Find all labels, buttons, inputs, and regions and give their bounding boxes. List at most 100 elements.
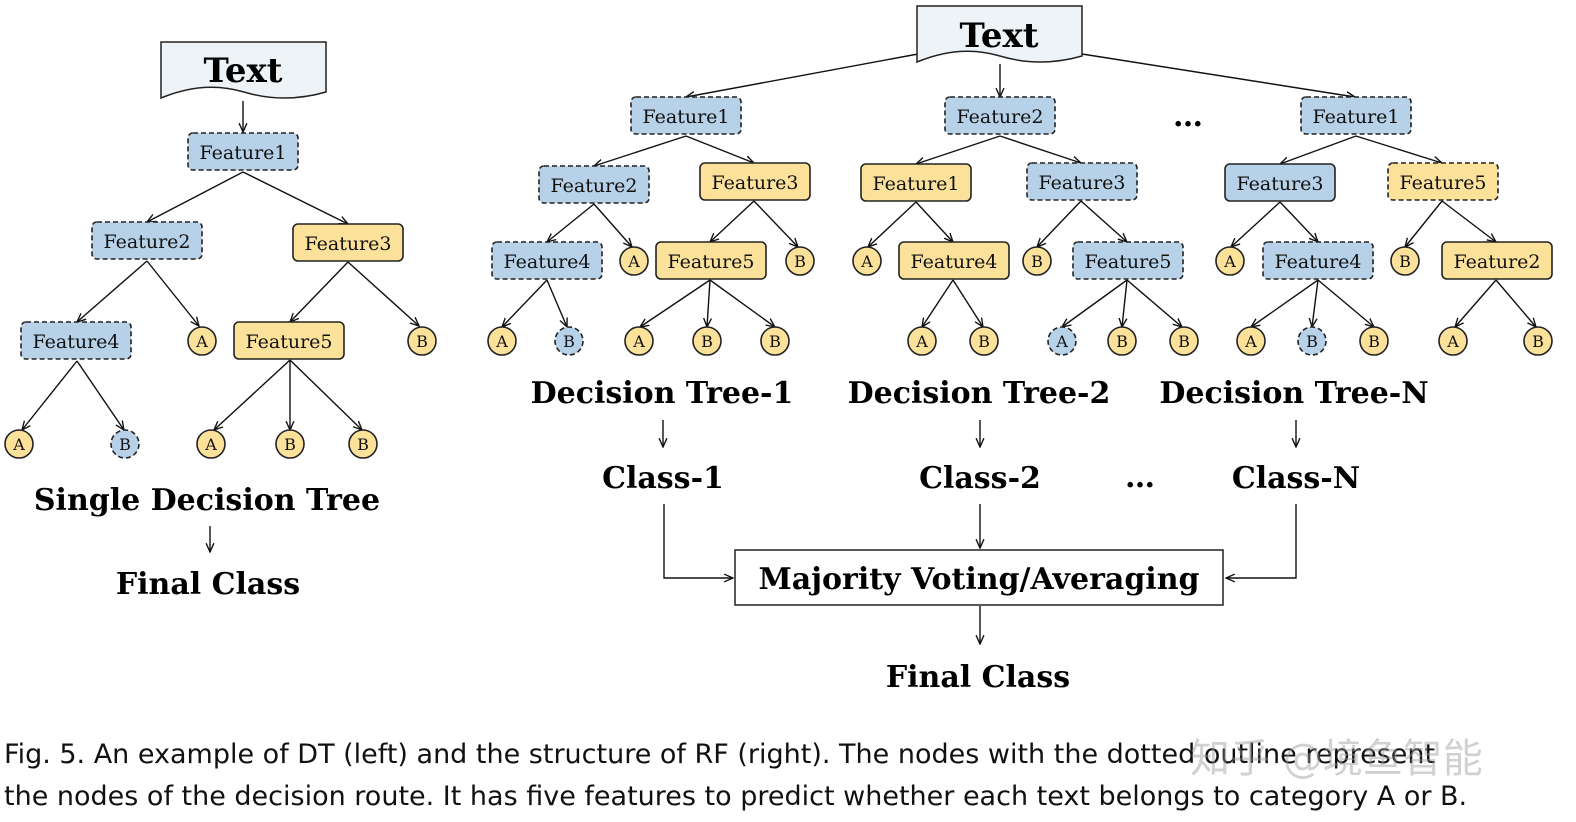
tree-leaf: B [275, 429, 305, 459]
edge [76, 360, 124, 430]
tree-edges [868, 135, 1182, 327]
tree-node-feature: Feature2 [944, 96, 1056, 135]
edge [710, 200, 755, 242]
edge [1080, 200, 1127, 242]
leaf-label: A [632, 332, 645, 351]
edge [289, 359, 362, 430]
node-box [91, 221, 203, 260]
tree-leaf: A [1438, 326, 1468, 356]
node-label: Feature2 [103, 231, 190, 253]
node-label: Feature1 [1312, 106, 1399, 128]
leaf-circle [554, 326, 584, 356]
leaf-label: B [1116, 332, 1128, 351]
tree-leaf: B [110, 429, 140, 459]
node-box [20, 321, 132, 360]
leaf-label: B [1178, 332, 1190, 351]
leaf-label: A [915, 332, 928, 351]
tree-leaf: B [1359, 326, 1389, 356]
decision-tree-2: Feature2 Feature1 Feature3 A Feature4 B [848, 96, 1199, 496]
tree-node-feature: Feature1 [860, 163, 972, 202]
tree-leaf: A [624, 326, 654, 356]
leaf-label: A [1055, 332, 1068, 351]
edge [1455, 279, 1497, 327]
leaf-circle [1236, 326, 1266, 356]
tree-edges [502, 135, 798, 327]
tree-node-feature: Feature3 [292, 223, 404, 262]
node-box [187, 132, 299, 171]
node-box [292, 223, 404, 262]
node-box [1441, 241, 1553, 280]
edge [594, 135, 687, 166]
tree-leaf: B [1390, 246, 1420, 276]
tree-node-feature: Feature1 [630, 96, 742, 135]
tree-leaf: A [1236, 326, 1266, 356]
leaf-circle [1297, 326, 1327, 356]
edge [1037, 200, 1082, 247]
leaf-label: B [701, 332, 713, 351]
tree-leaf: B [1107, 326, 1137, 356]
tree-class-label: Class-N [1232, 461, 1360, 496]
edge [1355, 135, 1442, 163]
tree-node-feature: Feature3 [1026, 162, 1138, 201]
tree-edges [1231, 135, 1536, 327]
leaf-circle [348, 429, 378, 459]
edge [1231, 201, 1281, 247]
edge [22, 360, 78, 430]
leaf-label: B [284, 435, 296, 454]
node-box [699, 162, 811, 201]
node-box [491, 241, 603, 280]
node-label: Feature3 [1236, 173, 1323, 195]
edge [1405, 200, 1443, 247]
single-decision-tree: Text Feature1 Feature2 Feature3 Feature4… [4, 41, 437, 602]
edge [593, 203, 632, 247]
tree-leaf: B [760, 326, 790, 356]
tree-node-feature: Feature2 [538, 165, 650, 204]
edge [214, 359, 291, 430]
leaf-circle [1523, 326, 1553, 356]
tree-leaf: B [1297, 326, 1327, 356]
leaf-circle [692, 326, 722, 356]
edge [707, 279, 710, 327]
edge [147, 171, 244, 222]
tree-node-feature: Feature5 [1072, 241, 1184, 280]
edge [1312, 279, 1319, 327]
tree-leaf: B [969, 326, 999, 356]
leaf-circle [487, 326, 517, 356]
input-document-shape: Text [916, 5, 1083, 64]
single-tree-final-class: Final Class [116, 567, 300, 602]
single-tree-title: Single Decision Tree [34, 483, 380, 518]
tree-leaf: A [619, 246, 649, 276]
node-label: Feature4 [32, 331, 119, 353]
tree-node-feature: Feature3 [1224, 163, 1336, 202]
edge [1279, 201, 1318, 242]
node-label: Feature4 [910, 251, 997, 273]
input-document-shape: Text [160, 41, 327, 100]
tree-title: Decision Tree-1 [531, 376, 794, 411]
leaf-circle [624, 326, 654, 356]
edge [242, 171, 348, 224]
input-text-label: Text [203, 51, 282, 91]
edge [1441, 200, 1496, 242]
edge [709, 279, 775, 327]
edge [640, 279, 711, 327]
node-label: Feature5 [1084, 251, 1171, 273]
node-box [1262, 241, 1374, 280]
node-box [655, 241, 767, 280]
tree-title: Decision Tree-2 [848, 376, 1111, 411]
tree-node-feature: Feature5 [233, 321, 345, 360]
flow-arrow [663, 504, 733, 578]
leaf-circle [196, 429, 226, 459]
node-box [233, 321, 345, 360]
tree-node-feature: Feature4 [491, 241, 603, 280]
leaf-circle [4, 429, 34, 459]
edge [1126, 279, 1182, 327]
tree-leaf: A [852, 246, 882, 276]
leaf-circle [187, 326, 217, 356]
leaf-circle [110, 429, 140, 459]
ellipsis: … [1173, 99, 1203, 134]
leaf-label: A [12, 435, 25, 454]
edge [502, 279, 548, 327]
tree-node-feature: Feature1 [1300, 96, 1412, 135]
edge [915, 201, 953, 242]
edge [868, 201, 917, 247]
